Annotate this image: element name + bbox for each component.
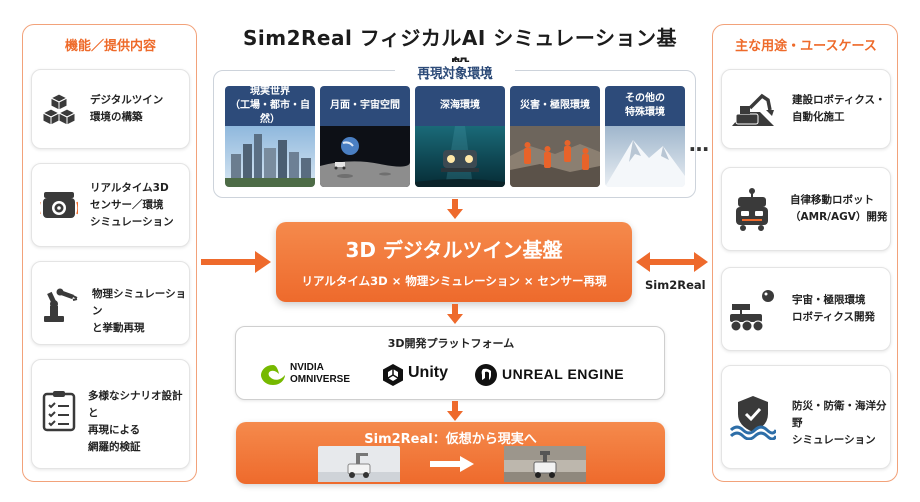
usecase-card-defense: 防災・防衛・海洋分野 シミュレーション [721, 365, 891, 469]
environments-title-text: 再現対象環境 [417, 65, 493, 80]
right-panel-heading: 主な用途・ユースケース [735, 39, 877, 54]
snow-mountain-photo [605, 126, 685, 187]
env-tile-label: 現実世界 （工場・都市・自然） [225, 86, 315, 126]
feature-card-scenario: 多様なシナリオ設計と 再現による 網羅的検証 [31, 359, 190, 469]
sim2real-banner: Sim2Real：仮想から現実へ [236, 422, 665, 484]
arrow-down-icon [447, 199, 463, 219]
env-tile-label: 深海環境 [415, 86, 505, 126]
checklist-icon [42, 391, 76, 432]
feature-card-digital-twin: デジタルツイン 環境の構築 [31, 69, 190, 149]
cubes-icon [41, 93, 77, 126]
city-photo [225, 126, 315, 187]
unity-logo-text: Unity [408, 364, 448, 381]
platform-title: 3D開発プラットフォーム [387, 337, 515, 350]
arrow-down-icon [447, 401, 463, 421]
space-rover-icon [730, 290, 774, 332]
robot-arm-icon [44, 288, 78, 322]
amr-robot-icon [736, 188, 768, 231]
core-digital-twin-platform: 3D デジタルツイン基盤 リアルタイム3D × 物理シミュレーション × センサ… [276, 222, 632, 302]
sim2real-label: Sim2Real [645, 278, 706, 292]
arrow-right-icon [201, 251, 271, 273]
usecase-label: 宇宙・極限環境 ロボティクス開発 [792, 294, 876, 323]
more-environments-ellipsis: … [689, 132, 709, 156]
right-panel: 主な用途・ユースケース 建設ロボティクス・ 自動化施工 自律移動ロボット （AM… [712, 24, 898, 482]
env-tile-deep-sea: 深海環境 [415, 86, 505, 187]
core-subtitle: リアルタイム3D × 物理シミュレーション × センサー再現 [301, 274, 607, 288]
deep-sea-photo [415, 126, 505, 187]
usecase-label: 防災・防衛・海洋分野 シミュレーション [792, 400, 887, 446]
sensor-camera-icon [40, 192, 78, 218]
arrow-right-icon [430, 456, 474, 472]
unity-logo-icon [383, 364, 403, 386]
left-panel-heading: 機能／提供内容 [64, 39, 156, 54]
env-tile-real-world: 現実世界 （工場・都市・自然） [225, 86, 315, 187]
shield-wave-icon [730, 396, 776, 440]
env-tile-disaster: 災害・極限環境 [510, 86, 600, 187]
environments-title-bg [395, 62, 515, 78]
nvidia-omniverse-logo-icon [261, 365, 285, 385]
feature-label: デジタルツイン 環境の構築 [90, 94, 164, 123]
env-tile-moon: 月面・宇宙空間 [320, 86, 410, 187]
usecase-card-amr: 自律移動ロボット （AMR/AGV）開発 [721, 167, 891, 251]
double-arrow-icon [636, 252, 708, 272]
env-tile-label: 災害・極限環境 [510, 86, 600, 126]
usecase-card-construction: 建設ロボティクス・ 自動化施工 [721, 69, 891, 149]
feature-label: 多様なシナリオ設計と 再現による 網羅的検証 [88, 390, 183, 453]
feature-card-sensor: リアルタイム3D センサー／環境 シミュレーション [31, 163, 190, 247]
feature-label: 物理シミュレーション と挙動再現 [92, 288, 187, 334]
unreal-engine-logo-icon [475, 364, 497, 386]
virtual-robot-photo [318, 446, 400, 482]
env-tile-special: その他の 特殊環境 [605, 86, 685, 187]
feature-label: リアルタイム3D センサー／環境 シミュレーション [90, 182, 174, 228]
usecase-card-space: 宇宙・極限環境 ロボティクス開発 [721, 267, 891, 351]
excavator-icon [732, 93, 774, 126]
unreal-engine-logo-text: UNREAL ENGINE [502, 366, 625, 382]
arrow-down-icon [447, 304, 463, 324]
feature-card-physics: 物理シミュレーション と挙動再現 [31, 261, 190, 345]
moon-photo [320, 126, 410, 187]
usecase-label: 建設ロボティクス・ 自動化施工 [792, 94, 886, 123]
core-title: 3D デジタルツイン基盤 [345, 238, 563, 262]
env-tile-label: 月面・宇宙空間 [320, 86, 410, 126]
real-robot-photo [504, 446, 586, 482]
platform-panel: 3D開発プラットフォーム NVIDIA OMNIVERSE Unity UNRE… [235, 326, 665, 400]
banner-title: Sim2Real：仮想から現実へ [364, 432, 537, 447]
env-tile-label: その他の 特殊環境 [605, 86, 685, 126]
disaster-photo [510, 126, 600, 187]
nvidia-omniverse-logo-text: NVIDIA OMNIVERSE [290, 362, 351, 385]
usecase-label: 自律移動ロボット （AMR/AGV）開発 [790, 194, 888, 223]
left-panel: 機能／提供内容 デジタルツイン 環境の構築 リアルタイム3D センサー／環境 シ… [22, 24, 197, 482]
